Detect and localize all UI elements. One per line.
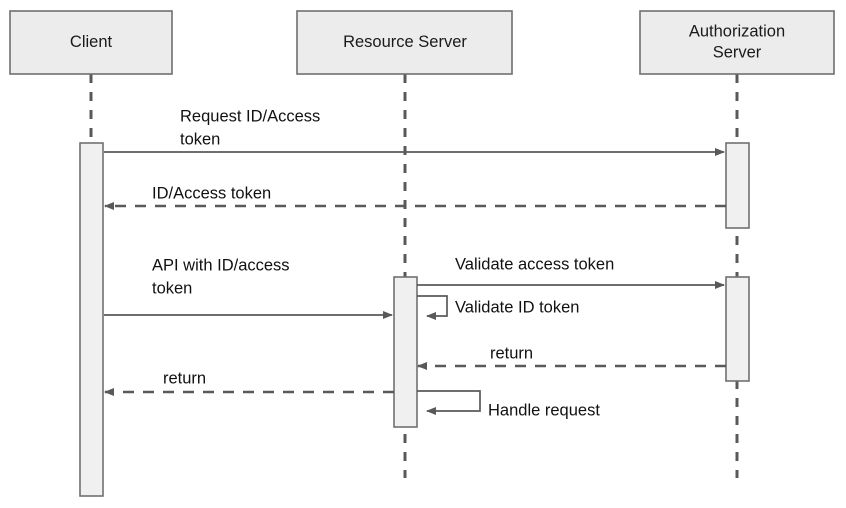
message-label-msg-validate-id-token: Validate ID token [455, 298, 579, 316]
message-label-msg-return-resource-to-client: return [163, 369, 206, 387]
message-label-msg-request-token: token [180, 130, 220, 148]
participant-label-client: Client [70, 33, 113, 51]
message-label-msg-api-call: token [152, 279, 192, 297]
activation-bar-client-activation [79, 142, 104, 497]
participant-label-resource-server: Resource Server [343, 33, 467, 51]
activations-layer [79, 142, 750, 497]
participant-box-authorization-server[interactable] [639, 10, 835, 75]
participant-box-resource-server[interactable] [296, 10, 513, 75]
activation-bar-auth-activation-1 [725, 142, 750, 229]
participant-label-authorization-server: Authorization [689, 22, 785, 40]
messages-layer [104, 148, 726, 415]
activation-bar-auth-activation-2 [725, 276, 750, 382]
self-message-path [417, 295, 448, 320]
message-msg-handle-request [417, 390, 481, 415]
message-label-msg-return-auth-to-resource: return [490, 344, 533, 362]
message-label-msg-handle-request: Handle request [488, 401, 600, 419]
participant-label-authorization-server: Server [713, 43, 762, 61]
participant-box-client[interactable] [9, 10, 173, 75]
activation-bar-resource-server-activation [393, 276, 418, 428]
self-message-path [417, 390, 481, 415]
message-msg-validate-id-token [417, 295, 448, 320]
message-label-msg-id-access-token: ID/Access token [152, 184, 271, 202]
message-label-msg-api-call: API with ID/access [152, 256, 290, 274]
message-label-msg-request-token: Request ID/Access [180, 107, 320, 125]
message-label-msg-validate-access-token: Validate access token [455, 255, 614, 273]
